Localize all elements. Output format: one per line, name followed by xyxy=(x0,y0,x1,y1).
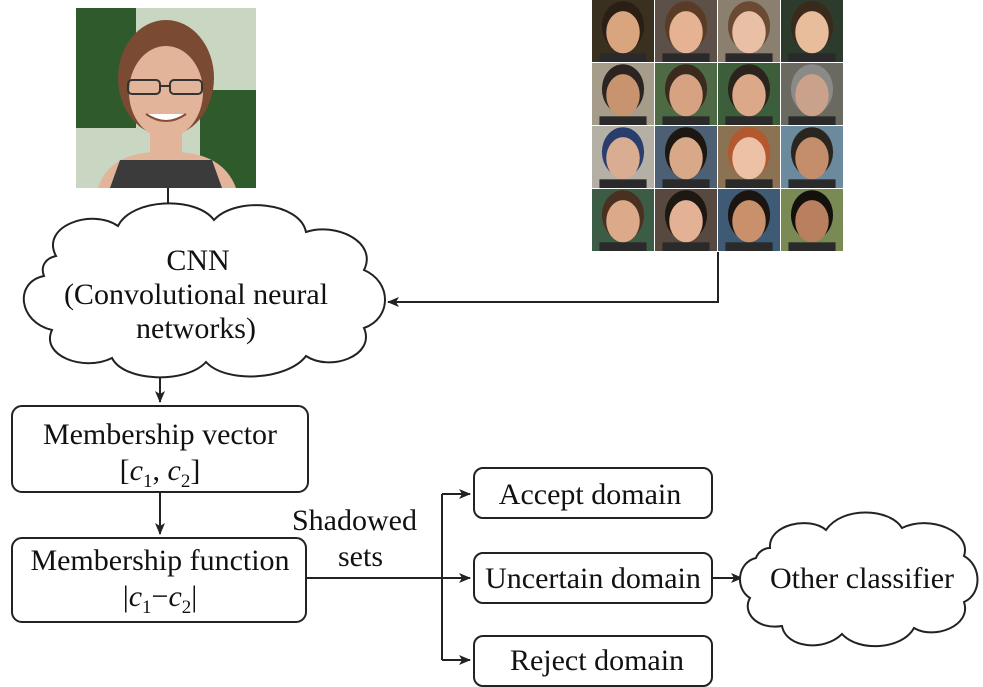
input-face-photo xyxy=(76,8,256,188)
cnn-cloud: CNN (Convolutional neural networks) xyxy=(22,202,386,379)
uncertain-domain-box: Uncertain domain xyxy=(473,552,713,604)
face-tile xyxy=(781,0,843,62)
cnn-title: CNN xyxy=(166,244,229,277)
other-classifier-cloud: Other classifier xyxy=(739,511,979,647)
face-tile xyxy=(655,126,717,188)
face-tile xyxy=(655,189,717,251)
cnn-subtitle-line2: networks) xyxy=(136,312,256,345)
membership-vector-formula: [c1, c2] xyxy=(120,454,201,492)
face-tile xyxy=(592,189,654,251)
face-tile xyxy=(781,189,843,251)
face-tile xyxy=(718,126,780,188)
uncertain-domain-label: Uncertain domain xyxy=(485,562,701,595)
face-tile xyxy=(718,189,780,251)
face-tile xyxy=(592,0,654,62)
cnn-subtitle-line1: (Convolutional neural xyxy=(64,278,328,311)
accept-domain-label: Accept domain xyxy=(499,478,681,511)
face-tile xyxy=(718,0,780,62)
face-tile xyxy=(592,126,654,188)
membership-function-formula: |c1−c2| xyxy=(123,580,198,618)
face-tile xyxy=(655,0,717,62)
reject-domain-box: Reject domain xyxy=(473,635,713,687)
training-faces-grid xyxy=(592,0,843,251)
reject-domain-label: Reject domain xyxy=(510,644,684,677)
arrow-faces-to-cnn xyxy=(387,252,719,307)
shadowed-sets-label: Shadowed sets xyxy=(292,504,417,573)
shadowed-sets-line1: Shadowed xyxy=(292,504,417,537)
face-tile xyxy=(781,126,843,188)
face-tile xyxy=(655,63,717,125)
membership-vector-title: Membership vector xyxy=(43,418,277,451)
membership-vector-box: Membership vector [c1, c2] xyxy=(11,405,309,493)
membership-function-box: Membership function |c1−c2| xyxy=(11,537,307,623)
arrows xyxy=(155,188,743,665)
other-classifier-label: Other classifier xyxy=(770,562,954,595)
accept-domain-box: Accept domain xyxy=(473,467,713,519)
face-tile xyxy=(592,63,654,125)
shadowed-sets-line2: sets xyxy=(338,540,383,573)
face-tile xyxy=(718,63,780,125)
membership-function-title: Membership function xyxy=(30,544,289,577)
face-tile xyxy=(781,63,843,125)
